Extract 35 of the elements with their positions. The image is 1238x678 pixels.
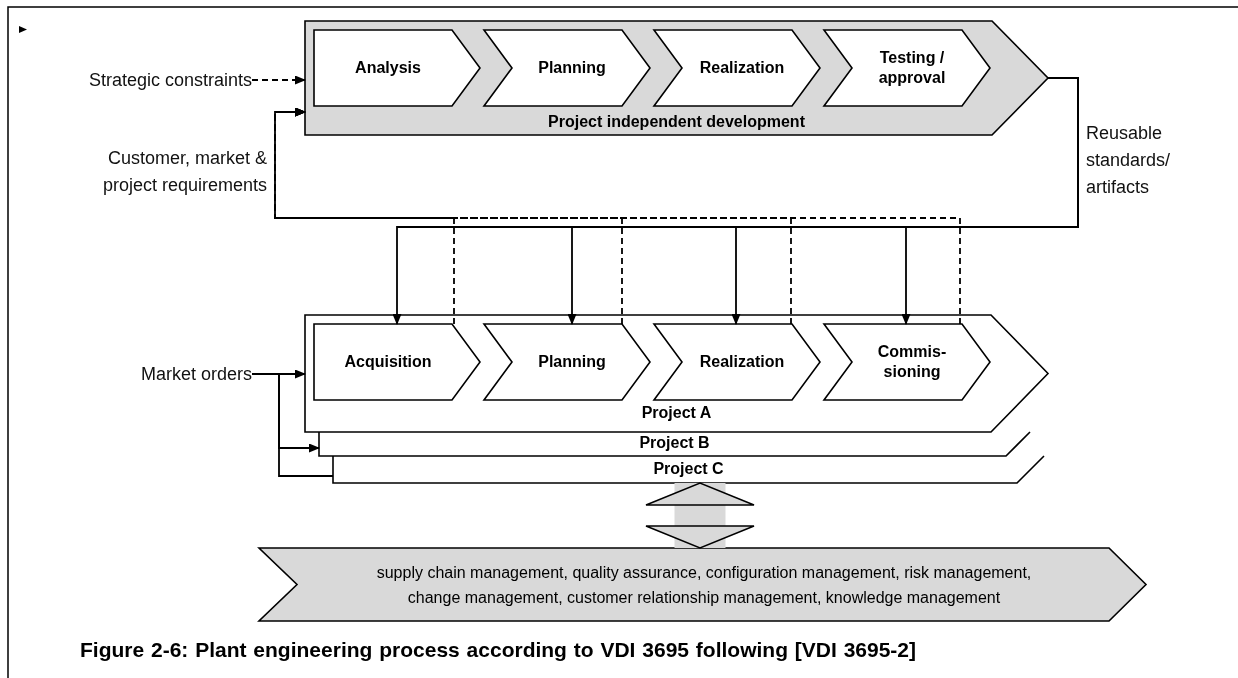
phase-step [824,324,990,400]
phase-step [314,324,480,400]
support-band [259,548,1146,621]
input-label: Strategic constraints [40,68,252,92]
arrow [274,107,961,325]
connector-line [251,373,334,477]
phase-step [314,30,480,106]
phase-step [824,30,990,106]
phase-step [654,30,820,106]
phase-step [484,324,650,400]
stage-label: Commis- sioning [876,342,948,382]
stage-label: Analysis [355,58,421,78]
stage-label: Acquisition [344,352,432,372]
band-title: Project C [652,460,725,478]
project-band [333,456,1044,483]
process-band [305,21,1048,135]
project-band [319,432,1030,456]
stage-label: Testing / approval [877,48,947,88]
phase-step [484,30,650,106]
band-title: Project B [638,434,711,452]
figure-caption: Figure 2-6: Plant engineering process according to VDI 3695 following [VDI 3695-2] [80,638,917,662]
stage-label: Realization [699,58,785,78]
stage-label: Planning [538,352,606,372]
annotation-label: Reusable standards/ artifacts [1086,122,1172,199]
band-title: Project A [640,404,713,422]
band-title: Project independent development [547,113,806,131]
arrow [901,77,1079,325]
stage-label: Realization [699,352,785,372]
support-text: supply chain management, quality assurance, configuration management, risk management, change management, customer relationship management, knowledge management [375,563,1033,608]
phase-step [654,324,820,400]
double-arrow [645,482,755,549]
arrow [251,75,306,85]
input-label: Market orders [60,362,252,386]
stage-label: Planning [538,58,606,78]
annotation-label: Customer, market & project requirements [101,147,267,197]
